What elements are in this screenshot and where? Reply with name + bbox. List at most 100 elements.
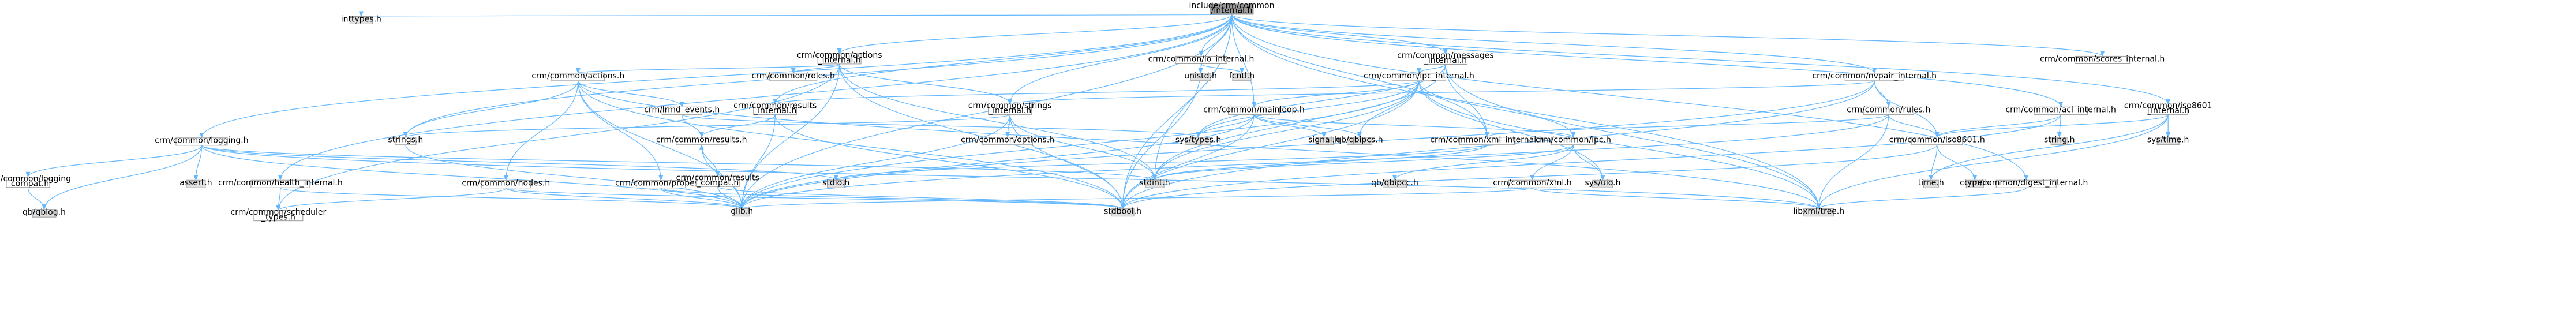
edge-actions-internal-to-actions [576,63,840,74]
node-actions-internal[interactable]: crm/common/actions_internal.h [797,51,882,65]
edge-root-to-xml-internal [1231,14,1489,138]
edge-messages-internal-to-xml-internal [1445,64,1489,138]
node-fcntl[interactable]: fcntl.h [1229,72,1255,81]
node-ctype[interactable]: ctype.h [1960,178,1990,188]
node-strings[interactable]: strings.h [388,136,423,145]
node-time[interactable]: time.h [1918,178,1944,188]
node-box [1175,55,1227,64]
edge-actions-to-nodes [503,80,579,181]
edge-ipc-to-xml [1530,144,1574,181]
edge-root-to-mainloop [1231,14,1257,108]
node-xml[interactable]: crm/common/xml.h [1493,178,1572,188]
edge-rules-to-glib [739,114,1889,209]
node-label: crm/common/ipc.h [1536,136,1611,145]
node-acl-internal[interactable]: crm/common/acl_internal.h [2005,105,2116,115]
edge-nodes-to-scheduler-types [276,188,507,211]
node-glib[interactable]: glib.h [731,207,753,217]
node-label: qb/qbipcs.h [1336,136,1383,145]
node-nvpair-internal[interactable]: crm/common/nvpair_internal.h [1812,72,1937,81]
node-digest-internal[interactable]: crm/common/digest_internal.h [1964,178,2088,188]
node-results-compat[interactable]: crm/common/results_compat.h [676,173,759,188]
node-stdio[interactable]: stdio.h [822,178,849,188]
node-box [1228,106,1280,115]
node-label: crm/common/iso8601.h [1889,136,1985,145]
node-io-internal[interactable]: crm/common/io_internal.h [1148,54,1255,64]
node-unistd[interactable]: unistd.h [1184,72,1217,81]
node-box [636,180,686,189]
edge-acl-internal-to-string [2057,114,2062,138]
node-xml-internal[interactable]: crm/common/xml_internal.h [1430,136,1544,145]
node-iso8601-internal[interactable]: crm/common/iso8601_internal.h [2124,102,2212,116]
node-scheduler-types[interactable]: crm/common/scheduler_types.h [231,208,327,222]
edge-root-to-messages-internal [1231,14,1448,55]
edge-probes-to-glib [660,188,744,209]
node-health-internal[interactable]: crm/common/health_internal.h [218,178,343,188]
node-label: crm/lrmd_events.h [644,105,720,114]
node-box [753,103,797,115]
edge-nvpair-internal-to-rules [1874,80,1891,108]
node-label: unistd.h [1184,72,1217,81]
node-label: _internal.h [1424,56,1467,65]
node-label: /internal.h [1211,6,1253,16]
node-results[interactable]: crm/common/results.h [656,136,747,145]
node-stdint[interactable]: stdint.h [1139,178,1170,188]
node-libxml-tree[interactable]: libxml/tree.h [1793,207,1844,217]
node-label: signal.h [1308,136,1340,145]
node-inttypes[interactable]: inttypes.h [341,14,381,24]
edge-ipc-to-stdint [1152,144,1574,181]
node-messages-internal[interactable]: crm/common/messages_internal.h [1397,51,1493,66]
edge-results-internal-to-stdbool [774,114,1125,209]
node-lrmd-events[interactable]: crm/lrmd_events.h [644,105,720,115]
edge-digest-internal-to-libxml-tree [1816,187,2027,209]
edge-probes-to-stdbool [660,188,1125,209]
node-box [1911,137,1963,145]
node-label: crm/common/results [733,102,817,111]
node-label: crm/common/acl_internal.h [2005,105,2116,114]
node-box [1923,179,1939,188]
node-assert[interactable]: assert.h [179,178,212,188]
edge-root-to-actions-internal [837,14,1233,54]
node-sysuio[interactable]: sys/uio.h [1585,178,1620,188]
node-label: crm/common/xml_internal.h [1430,136,1544,145]
node-mainloop[interactable]: crm/common/mainloop.h [1203,105,1305,115]
node-systime[interactable]: sys/time.h [2147,136,2189,145]
node-box [1210,3,1254,15]
node-string[interactable]: string.h [2044,136,2075,145]
node-scores-internal[interactable]: crm/common/scores_internal.h [2040,54,2165,64]
node-roles[interactable]: crm/common/roles.h [751,72,835,81]
node-box [2156,137,2180,145]
node-box [1145,179,1165,188]
edge-logging-to-stdio [201,145,838,181]
node-results-internal[interactable]: crm/common/results_internal.h [733,102,817,116]
node-root[interactable]: include/crm/common/internal.h [1189,1,1275,16]
node-label: inttypes.h [341,14,381,24]
node-box [6,177,50,188]
node-strings-internal[interactable]: crm/common/strings_internal.h [968,102,1052,116]
node-stdbool[interactable]: stdbool.h [1104,207,1141,217]
node-nodes[interactable]: crm/common/nodes.h [462,179,550,189]
node-label: fcntl.h [1229,72,1255,81]
node-qbipcc[interactable]: qb/qbipcc.h [1371,178,1418,188]
edge-ipc-to-qbipcc [1392,144,1574,181]
edge-nvpair-internal-to-strings-internal [1008,80,1875,105]
edge-actions-to-lrmd-events [578,80,684,108]
node-box [982,137,1034,145]
node-ipc-internal[interactable]: crm/common/ipc_internal.h [1364,72,1474,81]
node-systypes[interactable]: sys/types.h [1175,136,1221,145]
node-probes[interactable]: crm/common/probes.h [615,179,706,189]
node-rules[interactable]: crm/common/rules.h [1847,105,1930,115]
node-qblog[interactable]: qb/qblog.h [23,208,66,218]
node-qbipcs[interactable]: qb/qbipcs.h [1336,136,1383,145]
node-ipc[interactable]: crm/common/ipc.h [1536,136,1611,145]
node-label: sys/uio.h [1585,178,1620,188]
node-signal[interactable]: signal.h [1308,136,1340,145]
edge-root-to-stdint [1152,14,1233,181]
node-box [988,103,1032,115]
node-logging[interactable]: crm/common/logging.h [155,136,249,146]
edge-mainloop-to-qbipcs [1253,114,1362,138]
node-options[interactable]: crm/common/options.h [961,136,1054,145]
node-actions[interactable]: crm/common/actions.h [531,72,624,81]
node-box [827,179,845,188]
node-logging-compat[interactable]: crm/common/logging_compat.h [0,174,71,189]
node-iso8601[interactable]: crm/common/iso8601.h [1889,136,1985,145]
